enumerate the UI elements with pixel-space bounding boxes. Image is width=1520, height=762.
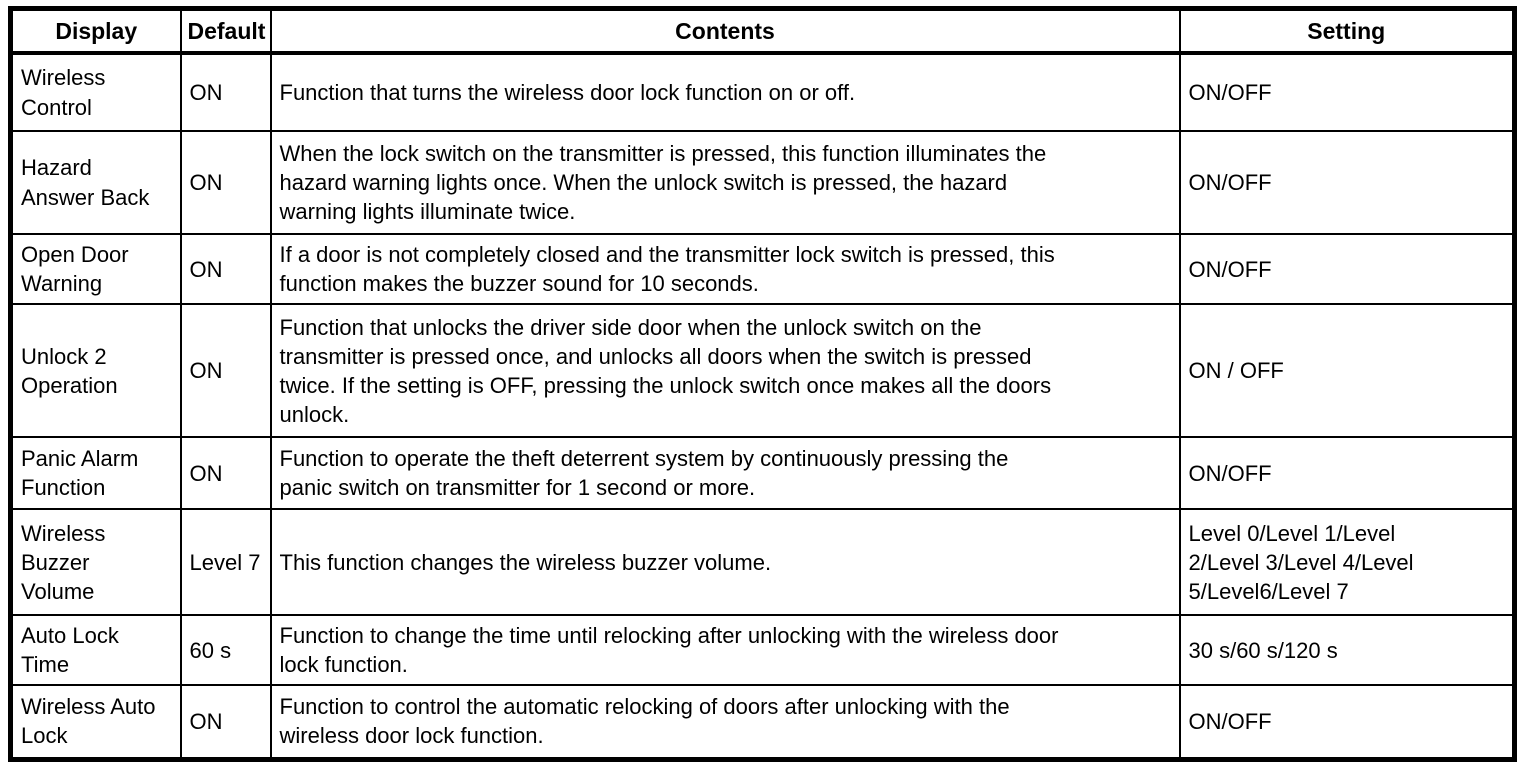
cell-display: Unlock 2 Operation <box>8 303 182 439</box>
cell-display: Wireless Control <box>8 52 182 132</box>
column-header-contents: Contents <box>269 6 1181 55</box>
cell-contents: Function that turns the wireless door lo… <box>269 52 1181 132</box>
cell-default: ON <box>179 436 272 511</box>
cell-display: Panic Alarm Function <box>8 436 182 511</box>
column-header-setting: Setting <box>1178 6 1517 55</box>
cell-setting: ON/OFF <box>1178 436 1517 511</box>
cell-display: Open Door Warning <box>8 232 182 306</box>
cell-contents: When the lock switch on the transmitter … <box>269 130 1181 235</box>
column-header-default: Default <box>179 6 272 55</box>
cell-default: ON <box>179 303 272 439</box>
cell-default: 60 s <box>179 614 272 687</box>
cell-setting: ON/OFF <box>1178 684 1517 762</box>
cell-display: Wireless Buzzer Volume <box>8 508 182 617</box>
cell-contents: Function to change the time until relock… <box>269 614 1181 687</box>
cell-setting: Level 0/Level 1/Level 2/Level 3/Level 4/… <box>1178 508 1517 617</box>
cell-contents: Function that unlocks the driver side do… <box>269 303 1181 439</box>
table-row: Panic Alarm Function ON Function to oper… <box>8 436 1517 511</box>
table-row: Wireless Control ON Function that turns … <box>8 52 1517 132</box>
table-row: Open Door Warning ON If a door is not co… <box>8 232 1517 306</box>
cell-default: ON <box>179 684 272 762</box>
cell-default: Level 7 <box>179 508 272 617</box>
table-row: Hazard Answer Back ON When the lock swit… <box>8 130 1517 235</box>
cell-default: ON <box>179 130 272 235</box>
cell-default: ON <box>179 52 272 132</box>
cell-display: Auto Lock Time <box>8 614 182 687</box>
header-row: Display Default Contents Setting <box>8 6 1517 55</box>
table-row: Wireless Auto Lock ON Function to contro… <box>8 684 1517 762</box>
cell-setting: ON / OFF <box>1178 303 1517 439</box>
column-header-display: Display <box>8 6 182 55</box>
cell-display: Wireless Auto Lock <box>8 684 182 762</box>
table-row: Auto Lock Time 60 s Function to change t… <box>8 614 1517 687</box>
cell-contents: Function to control the automatic relock… <box>269 684 1181 762</box>
table-body: Wireless Control ON Function that turns … <box>8 52 1517 762</box>
cell-default: ON <box>179 232 272 306</box>
cell-setting: 30 s/60 s/120 s <box>1178 614 1517 687</box>
table-row: Wireless Buzzer Volume Level 7 This func… <box>8 508 1517 617</box>
cell-setting: ON/OFF <box>1178 52 1517 132</box>
cell-contents: If a door is not completely closed and t… <box>269 232 1181 306</box>
cell-setting: ON/OFF <box>1178 130 1517 235</box>
cell-contents: This function changes the wireless buzze… <box>269 508 1181 617</box>
settings-table: Display Default Contents Setting Wireles… <box>8 6 1517 762</box>
cell-setting: ON/OFF <box>1178 232 1517 306</box>
table-header: Display Default Contents Setting <box>8 6 1517 55</box>
cell-contents: Function to operate the theft deterrent … <box>269 436 1181 511</box>
table-row: Unlock 2 Operation ON Function that unlo… <box>8 303 1517 439</box>
cell-display: Hazard Answer Back <box>8 130 182 235</box>
